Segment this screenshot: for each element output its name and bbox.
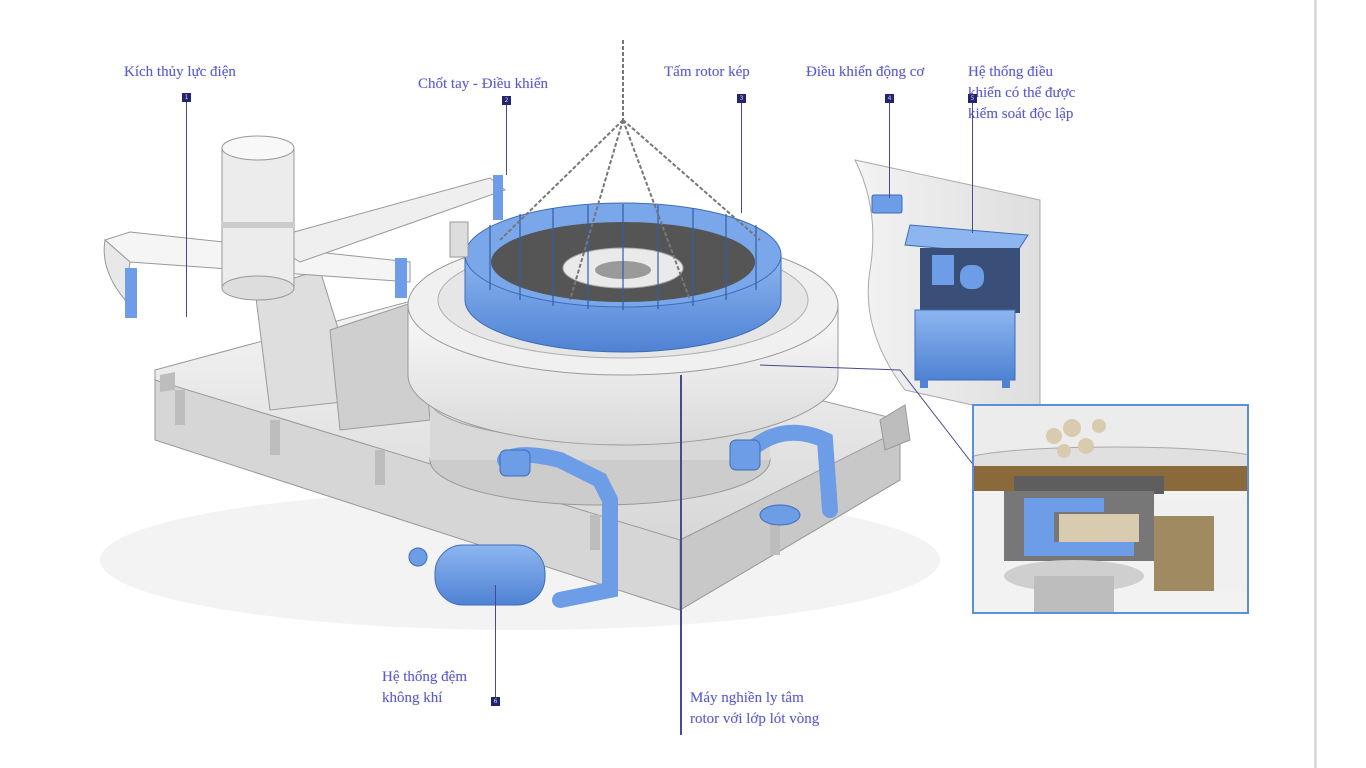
leader-line-3	[741, 103, 742, 213]
label-dual-rotor-plate: Tấm rotor kép	[664, 64, 750, 80]
control-wall	[854, 159, 1041, 421]
marker-4: 4	[885, 94, 894, 103]
marker-2: 2	[502, 96, 511, 105]
leader-line-5	[972, 103, 973, 233]
rotor-liner-ring	[464, 202, 782, 353]
leader-line-7	[680, 375, 682, 735]
marker-6: 6	[491, 697, 500, 706]
leader-line-6	[495, 585, 496, 697]
air-cushion-system	[408, 424, 838, 608]
page-right-border	[1314, 0, 1317, 768]
label-air-cushion-system: Hệ thống đệm không khí	[382, 669, 467, 706]
motor-control-box	[871, 194, 903, 214]
label-hydraulic-jack: Kích thủy lực điện	[124, 64, 236, 80]
label-centrifugal-crusher: Máy nghiền ly tâm rotor với lớp lót vòng	[690, 690, 820, 727]
leader-line-2	[506, 105, 507, 175]
marker-3: 3	[737, 94, 746, 103]
label-independent-control-system: Hệ thống điều khiển có thể được kiểm soá…	[968, 64, 1076, 122]
feed-tube	[221, 135, 295, 301]
label-motor-control: Điều khiển động cơ	[806, 64, 925, 80]
leader-line-1	[186, 102, 187, 317]
label-hand-pin-control: Chốt tay - Điều khiển	[418, 76, 548, 92]
cutaway-illustration	[974, 406, 1247, 612]
leader-line-4	[889, 103, 890, 198]
marker-1: 1	[182, 93, 191, 102]
marker-5: 5	[968, 94, 977, 103]
lifting-chains	[499, 40, 761, 301]
rotor-cutaway-inset	[972, 404, 1249, 614]
